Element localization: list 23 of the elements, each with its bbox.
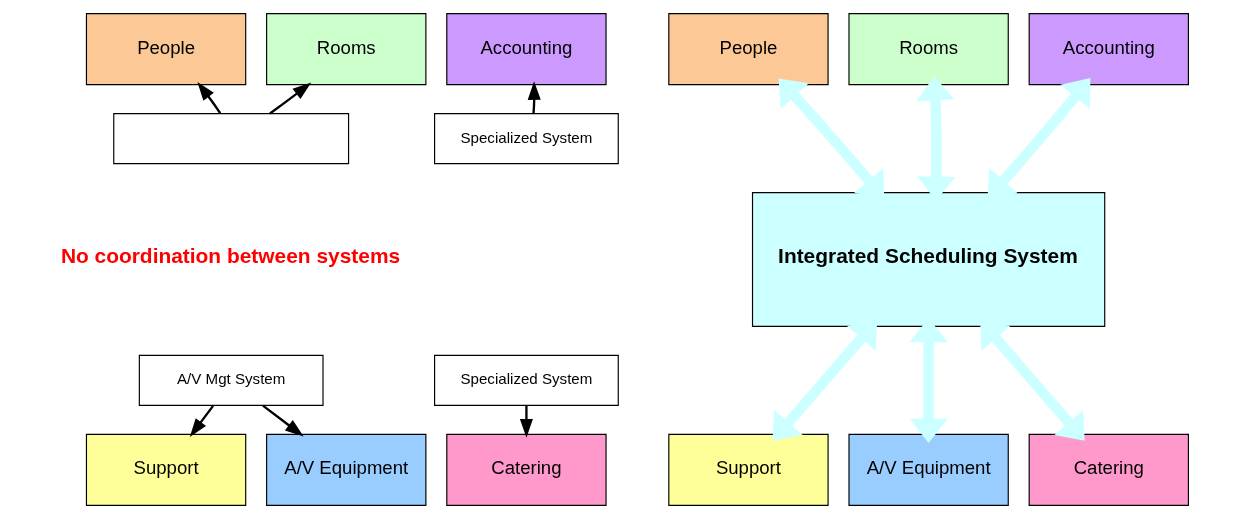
node-box: A/V Equipment bbox=[847, 433, 1009, 506]
arrow bbox=[196, 81, 221, 114]
node-box: Integrated Scheduling System bbox=[751, 191, 1105, 327]
node-box: People bbox=[85, 12, 246, 85]
node-box: Accounting bbox=[1028, 12, 1189, 85]
node-box: Specialized System bbox=[433, 112, 619, 164]
node-box: Support bbox=[667, 433, 829, 506]
arrow bbox=[261, 404, 304, 436]
node-box: A/V Mgt System bbox=[138, 354, 324, 406]
node-box bbox=[112, 112, 349, 164]
node-box: Catering bbox=[445, 433, 607, 506]
arrow bbox=[268, 82, 311, 114]
arrow bbox=[189, 404, 214, 437]
arrow bbox=[519, 405, 533, 438]
node-box: Accounting bbox=[445, 12, 607, 85]
node-box: Specialized System bbox=[433, 354, 619, 406]
label: No coordination between systems bbox=[60, 243, 400, 267]
node-box: Support bbox=[85, 433, 246, 506]
node-box: Rooms bbox=[265, 12, 426, 85]
node-box: Catering bbox=[1028, 433, 1189, 506]
node-box: Rooms bbox=[847, 12, 1009, 85]
node-box: People bbox=[667, 12, 829, 85]
node-box: A/V Equipment bbox=[265, 433, 426, 506]
